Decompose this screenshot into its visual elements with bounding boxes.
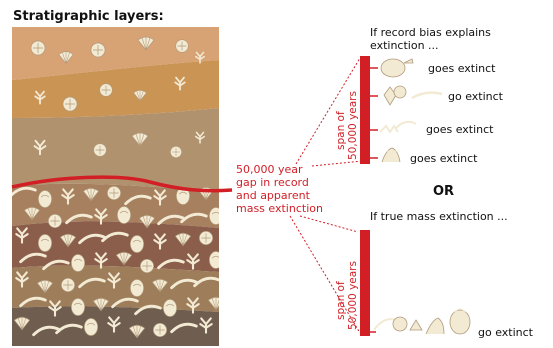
or-label: OR	[433, 184, 454, 199]
span-label-upper: span of 50,000 years	[335, 91, 359, 160]
bias-item-1: goes extinct	[428, 62, 496, 75]
record-bias-heading-line-2: extinction ...	[370, 39, 439, 52]
gap-label: 50,000 year gap in record and apparent m…	[236, 163, 323, 215]
record-bias-scenario: If record bias explains extinction ... s…	[335, 26, 504, 165]
shell-fossil-icon	[91, 43, 105, 57]
fossil-cluster-icon	[374, 309, 470, 334]
snail-fossil-icon	[381, 59, 413, 77]
snail-fossil-icon	[130, 279, 143, 296]
shell-fossil-icon	[94, 144, 107, 157]
gap-label-line-3: and apparent	[236, 189, 311, 202]
shell-fossil-icon	[48, 214, 61, 227]
bias-item-4: goes extinct	[410, 152, 478, 165]
mass-extinction-heading: If true mass extinction ...	[370, 210, 508, 223]
time-span-bar-lower	[360, 230, 370, 336]
shell-fossil-icon	[199, 231, 212, 244]
snail-fossil-icon	[163, 299, 176, 316]
mass-item: go extinct	[478, 326, 534, 339]
snail-fossil-icon	[130, 235, 143, 252]
snail-fossil-icon	[38, 190, 51, 207]
span-label-lower-line-2: 50,000 years	[347, 261, 359, 330]
snail-fossil-icon	[71, 254, 84, 271]
snail-fossil-icon	[117, 206, 130, 223]
shell-fossil-icon	[176, 40, 189, 53]
snail-fossil-icon	[209, 251, 222, 268]
record-bias-heading-line-1: If record bias explains	[370, 26, 491, 39]
snail-fossil-icon	[84, 318, 97, 335]
gap-label-line-4: mass extinction	[236, 202, 323, 215]
snail-fossil-icon	[38, 234, 51, 251]
mass-extinction-scenario: If true mass extinction ... span of 50,0…	[335, 210, 534, 339]
shell-fossil-icon	[107, 186, 120, 199]
sea-lily-fossil-icon	[382, 148, 400, 162]
span-label-lower: span of 50,000 years	[335, 261, 359, 330]
shell-fossil-icon	[63, 97, 77, 111]
shell-fossil-icon	[100, 84, 113, 97]
diagram-title: Stratigraphic layers:	[13, 9, 164, 24]
span-label-upper-line-2: 50,000 years	[347, 91, 359, 160]
bias-item-3: goes extinct	[426, 123, 494, 136]
shell-fossil-icon	[140, 259, 153, 272]
gap-label-line-2: gap in record	[236, 176, 309, 189]
shell-fossil-icon	[170, 146, 181, 157]
span-label-upper-line-1: span of	[335, 111, 347, 150]
shell-fossil-icon	[31, 41, 45, 55]
shell-fossil-icon	[384, 86, 442, 105]
time-span-bar-upper	[360, 56, 370, 164]
snail-fossil-icon	[209, 207, 222, 224]
stratigraphic-column	[11, 27, 224, 346]
gap-label-line-1: 50,000 year	[236, 163, 303, 176]
snail-fossil-icon	[71, 298, 84, 315]
connector-lower-top	[300, 216, 358, 232]
shell-fossil-icon	[61, 278, 74, 291]
bias-item-2: go extinct	[448, 90, 504, 103]
shell-fossil-icon	[153, 323, 166, 336]
span-label-lower-line-1: span of	[335, 281, 347, 320]
worm-fossil-icon	[380, 122, 416, 132]
connector-upper-bottom	[312, 161, 362, 166]
